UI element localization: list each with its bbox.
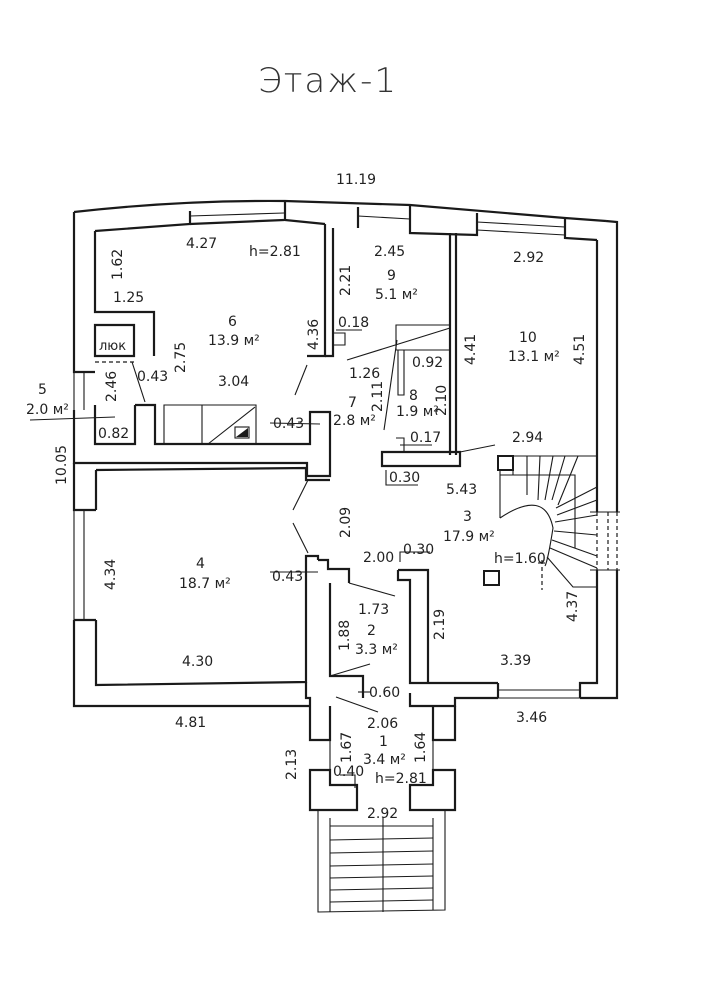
room-9-dim-top: 2.45 xyxy=(374,244,405,260)
room-3-number: 3 xyxy=(463,509,472,525)
dim-bottom-left: 4.81 xyxy=(175,715,206,731)
room-9-area: 5.1 м² xyxy=(375,287,418,303)
room-3-area: 17.9 м² xyxy=(443,529,495,545)
room-5-area: 2.0 м² xyxy=(26,402,69,418)
room-1-dim-1-67: 1.67 xyxy=(339,732,355,763)
room-3-height: h=1.60 xyxy=(494,551,546,567)
room-5-number: 5 xyxy=(38,382,47,398)
room-2-dim-1-88: 1.88 xyxy=(337,620,353,651)
hatch-label: люк xyxy=(99,339,126,354)
room-8-area: 1.9 м² xyxy=(396,404,439,420)
spiral-stair xyxy=(483,455,598,590)
room-3-dim-5-43: 5.43 xyxy=(446,482,477,498)
room-1-dim-2-06: 2.06 xyxy=(367,716,398,732)
room-1-height: h=2.81 xyxy=(375,771,427,787)
room-2-dim-0-60: 0.60 xyxy=(369,685,400,701)
room-3-dim-3-39: 3.39 xyxy=(500,653,531,669)
dim-total-height: 10.05 xyxy=(54,445,70,485)
room-3-dim-0-30: 0.30 xyxy=(403,542,434,558)
room-6-dim-notch: 1.25 xyxy=(113,290,144,306)
room-6-dim-bottom: 3.04 xyxy=(218,374,249,390)
room-10-dim-top: 2.92 xyxy=(513,250,544,266)
room-4-area: 18.7 м² xyxy=(179,576,231,592)
room-2-area: 3.3 м² xyxy=(355,642,398,658)
room-8-dim-2-10: 2.10 xyxy=(434,385,450,416)
room-7-number: 7 xyxy=(348,395,357,411)
room-8-number: 8 xyxy=(409,388,418,404)
room-9-number: 9 xyxy=(387,268,396,284)
room-4-dim-left: 4.34 xyxy=(103,559,119,590)
room-7-area: 2.8 м² xyxy=(333,413,376,429)
room-10-dim-left: 4.41 xyxy=(463,334,479,365)
room-6-dim-top: 4.27 xyxy=(186,236,217,252)
room-10-area: 13.1 м² xyxy=(508,349,560,365)
outer-walls xyxy=(72,199,620,708)
room-6-dim-2-75: 2.75 xyxy=(173,342,189,373)
stair-block-room-6 xyxy=(163,404,257,445)
room-2-dim-1-73: 1.73 xyxy=(358,602,389,618)
room-3-dim-2-19: 2.19 xyxy=(432,609,448,640)
door-swings xyxy=(269,364,321,554)
room-2-number: 2 xyxy=(367,623,376,639)
room-4-walls xyxy=(94,466,330,687)
room-3-dim-2-94: 2.94 xyxy=(512,430,543,446)
room-7-dim-2-11: 2.11 xyxy=(370,381,386,412)
room-8-dim-0-92: 0.92 xyxy=(412,355,443,371)
entrance-porch xyxy=(308,696,457,913)
room-4-dim-door: 0.43 xyxy=(272,569,303,585)
room-5-dim-width: 0.82 xyxy=(98,426,129,442)
room-7-dim-2-09: 2.09 xyxy=(338,507,354,538)
center-walls xyxy=(325,228,496,486)
room-6-walls xyxy=(93,224,332,478)
room-1-number: 1 xyxy=(379,734,388,750)
room-7-dim-1-26: 1.26 xyxy=(349,366,380,382)
room-4-number: 4 xyxy=(196,556,205,572)
room-9-dim-left: 2.21 xyxy=(338,265,354,296)
room-10-number: 10 xyxy=(519,330,537,346)
room-3-dim-4-37: 4.37 xyxy=(565,591,581,622)
room-10-dim-right: 4.51 xyxy=(572,334,588,365)
room-9-dim-0-18: 0.18 xyxy=(338,315,369,331)
dim-porch-height: 2.13 xyxy=(284,749,300,780)
room-6-area: 13.9 м² xyxy=(208,333,260,349)
plan-title: Этаж-1 xyxy=(258,61,398,101)
room-8-dim-0-17: 0.17 xyxy=(410,430,441,446)
room-2-walls xyxy=(304,551,498,708)
room-6-dim-0-43: 0.43 xyxy=(137,369,168,385)
room-1-dim-2-92: 2.92 xyxy=(367,806,398,822)
room-6-dim-right: 4.36 xyxy=(306,319,322,350)
room-1-dim-1-64: 1.64 xyxy=(413,732,429,763)
room-8-dim-0-30: 0.30 xyxy=(389,470,420,486)
room-4-dim-bottom: 4.30 xyxy=(182,654,213,670)
dim-bottom-right: 3.46 xyxy=(516,710,547,726)
room-3-dim-2-00: 2.00 xyxy=(363,550,394,566)
room-5-dim-height: 2.46 xyxy=(104,371,120,402)
room-5-walls xyxy=(29,361,146,446)
room-1-area: 3.4 м² xyxy=(363,752,406,768)
room-6-dim-left: 1.62 xyxy=(110,249,126,280)
room-1-dim-0-40: 0.40 xyxy=(333,764,364,780)
dim-total-width: 11.19 xyxy=(336,172,376,188)
room-6-height: h=2.81 xyxy=(249,244,301,260)
room-6-number: 6 xyxy=(228,314,237,330)
room-6-dim-door: 0.43 xyxy=(273,416,304,432)
